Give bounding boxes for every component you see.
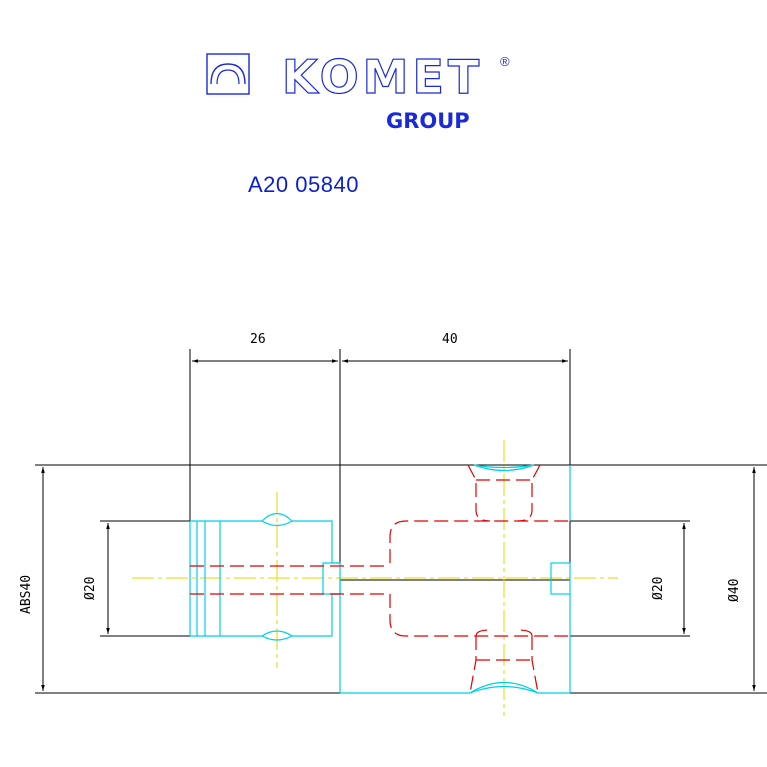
centerlines bbox=[132, 440, 618, 716]
komet-logo: KOMET ® GROUP bbox=[206, 49, 510, 133]
dim-dia20-right: Ø20 bbox=[651, 577, 666, 600]
dim-abs40: ABS40 bbox=[19, 575, 34, 614]
hidden-lines bbox=[190, 464, 570, 694]
komet-logo-group: GROUP bbox=[386, 109, 470, 133]
komet-logo-wordmark: KOMET bbox=[282, 50, 483, 104]
dim-dia40-outer: Ø40 bbox=[727, 579, 742, 602]
part-number: A20 05840 bbox=[248, 172, 359, 197]
part-outline bbox=[189, 464, 571, 694]
registered-mark: ® bbox=[500, 54, 510, 69]
dimension-lines bbox=[35, 349, 767, 694]
komet-logo-mark-icon bbox=[206, 53, 250, 95]
dim-dia20-left: Ø20 bbox=[83, 577, 98, 600]
dim-length-40: 40 bbox=[442, 332, 458, 347]
dim-length-26: 26 bbox=[250, 332, 266, 347]
